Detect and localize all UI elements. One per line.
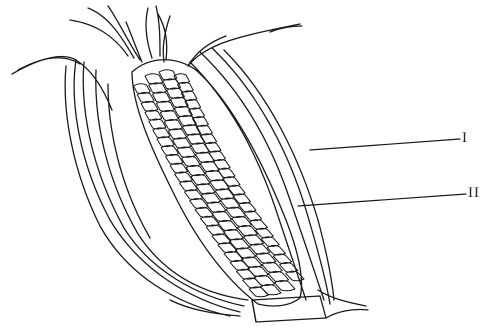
kernel	[153, 92, 171, 102]
kernel-rows	[134, 70, 305, 297]
label-II: II	[468, 186, 480, 201]
leader-line-I	[310, 139, 460, 150]
silk-top	[70, 6, 302, 66]
ear-base	[252, 296, 368, 322]
kernel	[137, 93, 154, 103]
husk-leaves-right	[190, 48, 366, 306]
kernel	[134, 84, 151, 94]
kernel	[261, 237, 279, 247]
corn-ear-body	[132, 60, 301, 306]
kernel	[149, 83, 167, 93]
kernel	[195, 207, 214, 217]
kernel	[145, 74, 163, 84]
kernel	[267, 245, 285, 255]
kernel	[233, 194, 250, 204]
kernel	[223, 177, 240, 187]
kernel	[214, 160, 231, 170]
kernel	[273, 254, 291, 264]
kernel	[141, 101, 158, 111]
kernel	[149, 119, 166, 129]
kernel	[145, 110, 162, 120]
kernel	[206, 225, 225, 235]
kernel	[224, 252, 243, 262]
kernel	[201, 216, 220, 226]
kernel	[166, 154, 184, 164]
leader-line-II	[298, 194, 466, 206]
kernel	[212, 234, 231, 244]
label-I: I	[462, 131, 468, 146]
kernel	[218, 243, 237, 253]
kernel	[159, 70, 177, 80]
kernel	[157, 137, 174, 147]
kernel	[228, 185, 245, 195]
kernel	[218, 168, 235, 178]
kernel	[161, 146, 178, 156]
kernel	[153, 128, 170, 138]
